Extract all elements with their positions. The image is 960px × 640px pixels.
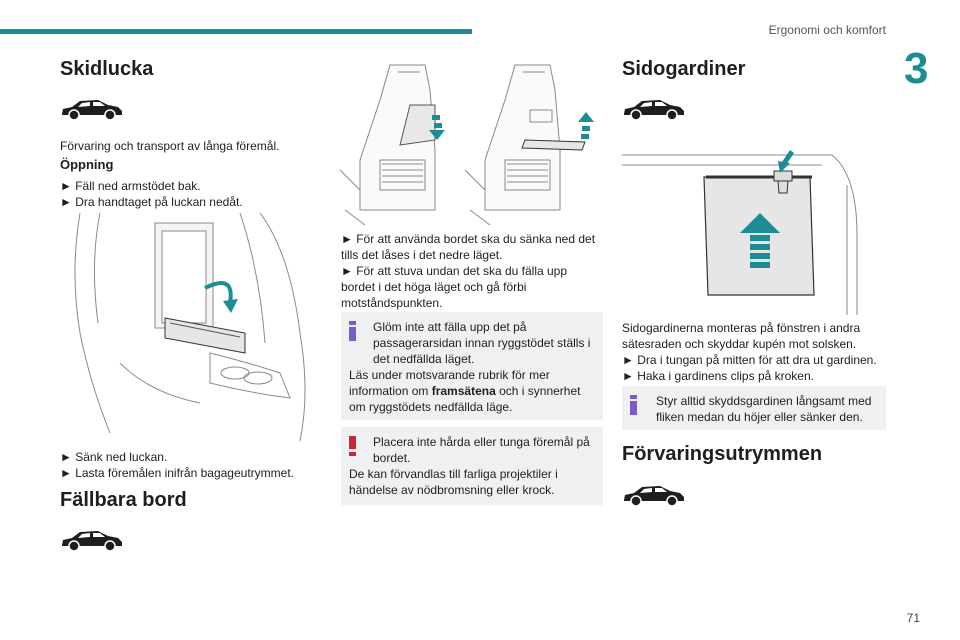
table-instruction-2: ► För att stuva undan det ska du fälla u… — [341, 264, 568, 310]
info-note: Styr alltid skyddsgardinen långsamt med … — [622, 386, 886, 430]
info-note: Glöm inte att fälla upp det på passagera… — [341, 312, 603, 420]
seatback-table-illustration — [340, 60, 602, 230]
info-line: Glöm inte att fälla upp det på — [373, 320, 527, 334]
list-item: ► Dra handtaget på luckan nedåt. — [60, 195, 243, 209]
car-silhouette-icon — [624, 486, 684, 507]
bold-term: framsätena — [431, 384, 496, 398]
page-number: 71 — [906, 611, 920, 625]
heading-sidogardiner: Sidogardiner — [622, 58, 746, 80]
section-title: Ergonomi och komfort — [768, 23, 886, 37]
car-silhouette-icon — [624, 100, 684, 121]
step-list-2: ► Sänk ned luckan. ► Lasta föremålen ini… — [60, 449, 330, 481]
curtain-description: Sidogardinerna monteras på fönstren i an… — [622, 321, 861, 351]
header-accent-bar — [0, 29, 472, 34]
chapter-number: 3 — [904, 44, 929, 93]
car-silhouette-icon — [62, 100, 122, 121]
info-line: Läs under motsvarande rubrik för mer inf… — [349, 368, 581, 414]
info-line: passagerarsidan innan ryggstödet ställs … — [373, 336, 591, 366]
list-item: ► Sänk ned luckan. — [60, 450, 168, 464]
warning-icon — [349, 436, 356, 456]
heading-forvaringsutrymmen: Förvaringsutrymmen — [622, 443, 823, 465]
intro-text: Förvaring och transport av långa föremål… — [60, 139, 280, 153]
car-silhouette-icon — [62, 531, 122, 552]
warning-line: De kan förvandlas till farliga projektil… — [349, 467, 558, 497]
info-icon — [349, 321, 356, 341]
warning-line: Placera inte hårda eller tunga föremål p… — [373, 435, 590, 449]
list-item: ► Lasta föremålen inifrån bagageutrymmet… — [60, 466, 294, 480]
info-line: fliken medan du höjer eller sänker den. — [656, 410, 863, 424]
list-item: ► Fäll ned armstödet bak. — [60, 179, 201, 193]
subheading-oppning: Öppning — [60, 157, 114, 172]
side-curtain-illustration — [622, 145, 862, 315]
warning-line: bordet. — [373, 451, 411, 465]
info-icon — [630, 395, 637, 415]
heading-fallbara-bord: Fällbara bord — [60, 489, 187, 511]
list-item: ► Haka i gardinens clips på kroken. — [622, 369, 814, 383]
info-line: Styr alltid skyddsgardinen långsamt med — [656, 394, 872, 408]
heading-skidlucka: Skidlucka — [60, 58, 154, 80]
list-item: ► Dra i tungan på mitten för att dra ut … — [622, 353, 877, 367]
step-list-1: ► Fäll ned armstödet bak. ► Dra handtage… — [60, 178, 330, 210]
ski-hatch-illustration — [60, 213, 330, 441]
table-instruction-1: ► För att använda bordet ska du sänka ne… — [341, 232, 596, 262]
warning-note: Placera inte hårda eller tunga föremål p… — [341, 427, 603, 505]
curtain-steps: ► Dra i tungan på mitten för att dra ut … — [622, 352, 892, 384]
